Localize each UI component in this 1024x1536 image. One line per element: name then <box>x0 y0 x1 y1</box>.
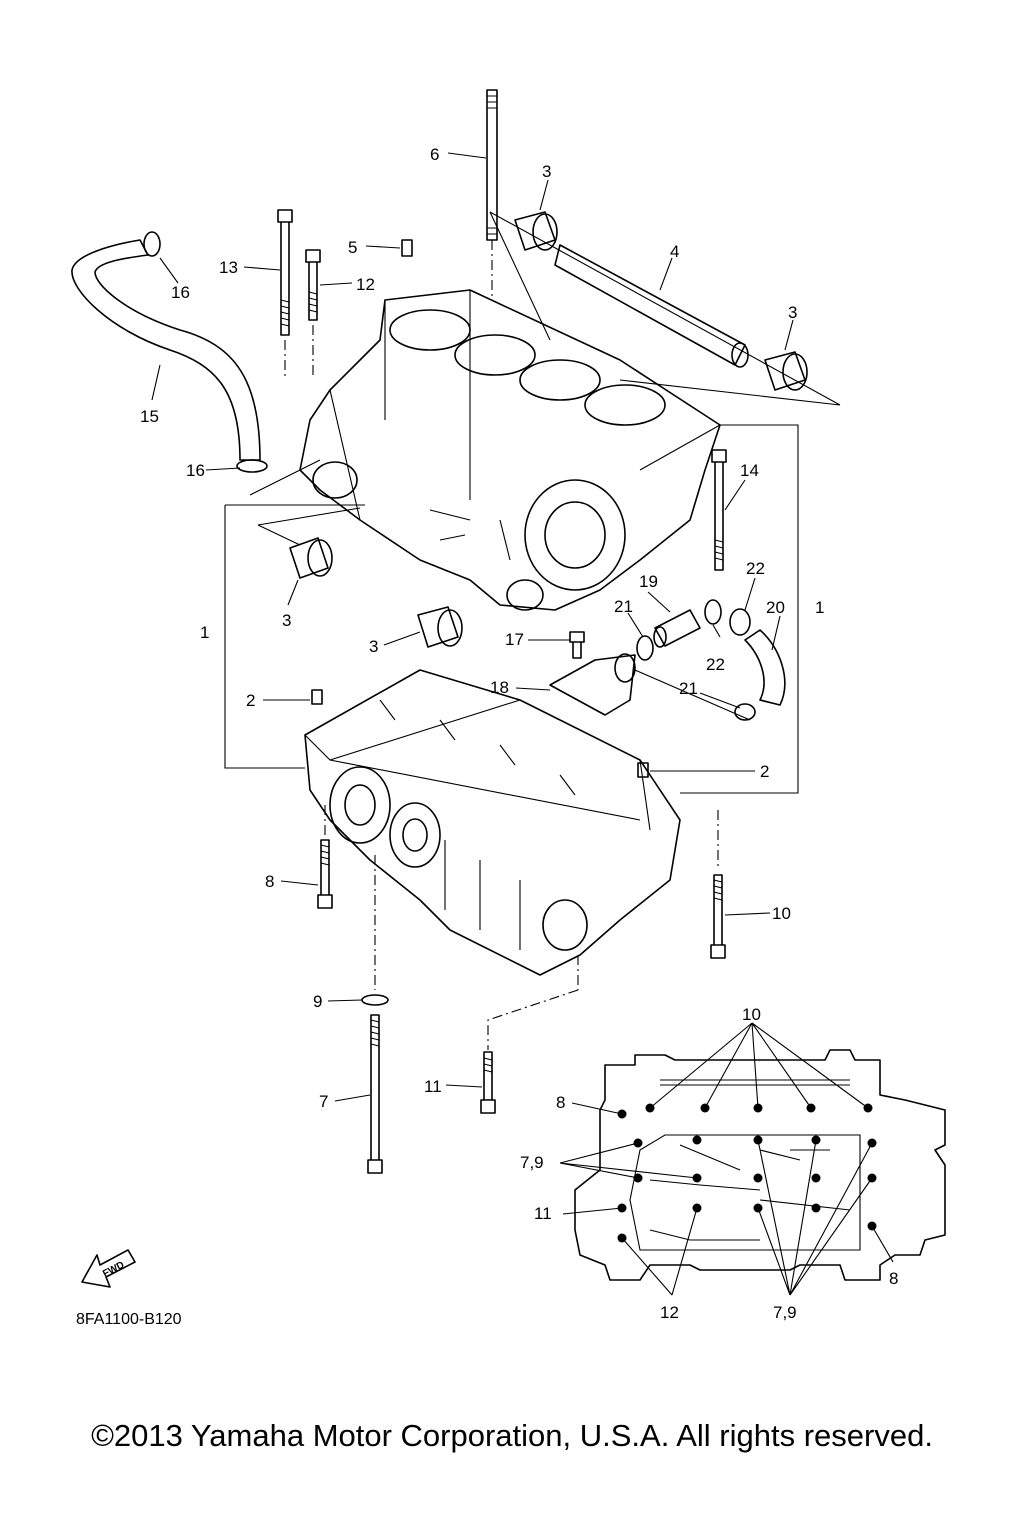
callout-7: 7 <box>319 1092 328 1111</box>
callout-8: 8 <box>265 872 274 891</box>
stud-bolt-6 <box>486 89 498 300</box>
mount-guide-lines <box>489 211 841 406</box>
inset-callout-8-right: 8 <box>889 1269 898 1288</box>
upper-crankcase <box>299 289 721 611</box>
callout-1-left: 1 <box>200 623 209 642</box>
callout-21-top: 21 <box>614 597 633 616</box>
bolt-17 <box>569 631 585 659</box>
water-pipe-18 <box>549 653 636 716</box>
callout-22-top: 22 <box>746 559 765 578</box>
hose-clamp-16-bottom <box>236 459 268 473</box>
callout-5: 5 <box>348 238 357 257</box>
hose-15 <box>71 239 261 461</box>
inset-callout-8-top: 8 <box>556 1093 565 1112</box>
callout-20: 20 <box>766 598 785 617</box>
callout-19: 19 <box>639 572 658 591</box>
pipe-guide-line <box>634 669 751 721</box>
callout-3-mid: 3 <box>369 637 378 656</box>
callout-13: 13 <box>219 258 238 277</box>
collar-4 <box>554 244 749 368</box>
bolt-13 <box>277 209 293 380</box>
callout-21-mid: 21 <box>679 679 698 698</box>
callout-14: 14 <box>740 461 759 480</box>
bolt-11-line-b <box>487 989 579 1050</box>
o-ring-22-mid <box>704 599 722 625</box>
callout-16-bottom: 16 <box>186 461 205 480</box>
inset-callout-7-9-left: 7,9 <box>520 1153 544 1172</box>
callout-15: 15 <box>140 407 159 426</box>
dowel-pin-5 <box>401 239 413 257</box>
pipe-19 <box>653 609 701 648</box>
leader-lines <box>151 152 794 1102</box>
callout-3-top: 3 <box>542 162 551 181</box>
callout-9: 9 <box>313 992 322 1011</box>
engine-mount-3-left <box>289 537 333 579</box>
hose-guide-line <box>249 459 321 496</box>
bolt-12 <box>305 249 321 375</box>
bracket-1-left <box>224 505 305 769</box>
inset-callout-11: 11 <box>534 1204 552 1223</box>
copyright-notice: ©2013 Yamaha Motor Corporation, U.S.A. A… <box>91 1418 933 1453</box>
clamp-21-top <box>636 635 654 661</box>
engine-mount-3-right <box>764 351 808 391</box>
callout-3-left: 3 <box>282 611 291 630</box>
clamp-21-mid <box>734 703 756 721</box>
dowel-pin-2-right <box>637 762 649 778</box>
bolt-7 <box>367 1014 383 1174</box>
callout-22-mid: 22 <box>706 655 725 674</box>
washer-9 <box>361 994 389 1006</box>
callout-17: 17 <box>505 630 524 649</box>
engine-mount-3-top <box>514 211 558 251</box>
callout-12: 12 <box>356 275 375 294</box>
bracket-1-right <box>680 424 799 794</box>
callout-18: 18 <box>490 678 509 697</box>
callout-numbers: 6 3 5 4 3 13 12 16 15 16 14 22 19 21 20 … <box>140 145 898 1322</box>
dowel-pin-2-left <box>311 689 323 705</box>
bolt-11 <box>480 1051 496 1114</box>
inset-leaders <box>559 1022 894 1296</box>
inset-callout-12: 12 <box>660 1303 679 1322</box>
inset-callout-7-9-bottom: 7,9 <box>773 1303 797 1322</box>
diagram-code: 8FA1100-B120 <box>76 1311 182 1328</box>
callout-3-right: 3 <box>788 303 797 322</box>
inset-callout-10: 10 <box>742 1005 761 1024</box>
bolt-pattern-inset <box>574 1049 946 1281</box>
hose-clamp-16-top <box>143 231 161 257</box>
callout-6: 6 <box>430 145 439 164</box>
callout-2-right: 2 <box>760 762 769 781</box>
fwd-arrow-icon: FWD <box>81 1249 136 1288</box>
bolt-10 <box>710 810 726 959</box>
callout-4: 4 <box>670 242 679 261</box>
callout-10: 10 <box>772 904 791 923</box>
mount-left-guide <box>257 507 361 546</box>
callout-16-top: 16 <box>171 283 190 302</box>
bolt-14 <box>711 449 727 571</box>
callout-11: 11 <box>424 1077 442 1096</box>
engine-mount-3-mid <box>417 606 463 648</box>
o-ring-22-top <box>729 608 751 636</box>
bolt-8 <box>317 805 333 909</box>
callout-2-left: 2 <box>246 691 255 710</box>
hose-20 <box>744 629 786 706</box>
callout-1-right: 1 <box>815 598 824 617</box>
lower-crankcase <box>304 669 681 976</box>
